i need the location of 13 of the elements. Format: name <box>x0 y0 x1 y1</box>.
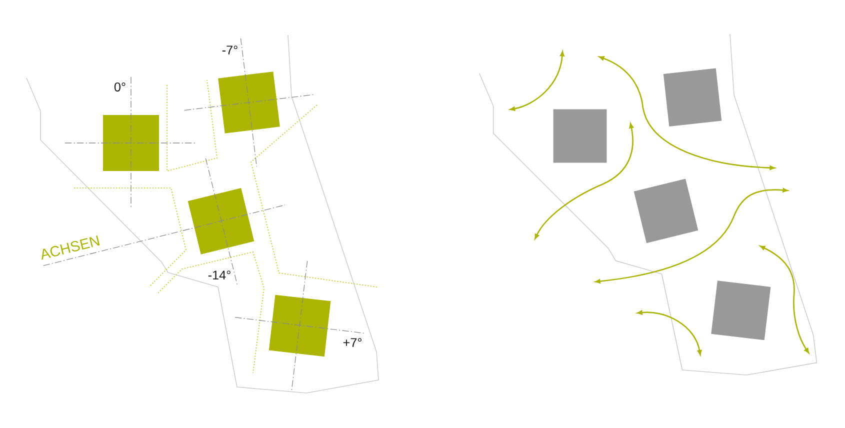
building-block <box>634 178 698 244</box>
angle-label: -14° <box>208 270 230 280</box>
axis-label: ACHSEN <box>42 236 100 260</box>
angle-label: 0° <box>114 82 126 92</box>
angle-label: -7° <box>222 46 238 54</box>
building-block <box>103 115 159 171</box>
building-block <box>218 72 280 134</box>
building-block <box>711 280 771 340</box>
building-block <box>188 188 254 254</box>
angle-label: +7° <box>343 338 362 347</box>
building-block <box>663 68 722 127</box>
building-block <box>553 109 607 163</box>
building-block <box>268 294 331 357</box>
